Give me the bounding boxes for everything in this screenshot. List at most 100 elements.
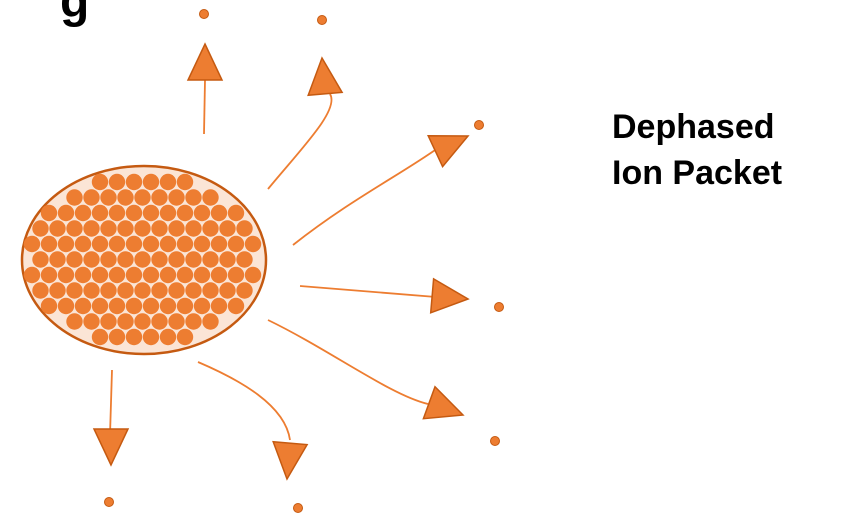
packet-ion-dot xyxy=(185,189,201,205)
packet-ion-dot xyxy=(211,298,227,314)
packet-ion-dot xyxy=(41,236,57,252)
packet-ion-dot xyxy=(194,267,210,283)
triangle-arrowhead-icon xyxy=(308,58,342,95)
packet-ion-dot xyxy=(211,205,227,221)
packet-ion-dot xyxy=(41,298,57,314)
packet-ion-dot xyxy=(75,236,91,252)
escaped-ion-dot xyxy=(491,437,500,446)
packet-ion-dot xyxy=(66,282,82,298)
packet-ion-dot xyxy=(177,205,193,221)
packet-ion-dot xyxy=(66,220,82,236)
packet-ion-dot xyxy=(49,282,65,298)
packet-ion-dot xyxy=(177,174,193,190)
packet-ion-dot xyxy=(24,236,40,252)
packet-ion-dot xyxy=(160,236,176,252)
packet-ion-dot xyxy=(177,329,193,345)
packet-ion-dot xyxy=(236,282,252,298)
packet-ion-dot xyxy=(177,236,193,252)
packet-ion-dot xyxy=(143,267,159,283)
packet-ion-dot xyxy=(185,282,201,298)
trajectory-line-4 xyxy=(300,286,436,297)
packet-ion-dot xyxy=(58,298,74,314)
escaped-ion-dot xyxy=(294,504,303,513)
packet-ion-dot xyxy=(126,298,142,314)
packet-ion-dot xyxy=(117,282,133,298)
escaped-ion-dot xyxy=(318,16,327,25)
packet-ion-dot xyxy=(75,205,91,221)
packet-ion-dot xyxy=(160,329,176,345)
packet-ion-dot xyxy=(32,282,48,298)
packet-ion-dot xyxy=(143,329,159,345)
packet-ion-dot xyxy=(58,267,74,283)
packet-ion-dot xyxy=(32,251,48,267)
packet-ion-dot xyxy=(92,174,108,190)
packet-ion-dot xyxy=(100,189,116,205)
packet-ion-dot xyxy=(75,267,91,283)
packet-ion-dot xyxy=(109,267,125,283)
packet-ion-dot xyxy=(168,220,184,236)
triangle-arrowhead-icon xyxy=(423,387,463,419)
packet-ion-dot xyxy=(151,282,167,298)
trajectory-line-1 xyxy=(204,80,205,134)
packet-ion-dot xyxy=(32,220,48,236)
packet-ion-dot xyxy=(177,267,193,283)
trajectory-line-2 xyxy=(268,94,332,189)
packet-ion-dot xyxy=(185,251,201,267)
packet-ion-dot xyxy=(109,236,125,252)
triangle-arrowhead-icon xyxy=(188,44,222,80)
packet-ion-dot xyxy=(177,298,193,314)
packet-ion-dot xyxy=(185,313,201,329)
packet-ion-dot xyxy=(151,313,167,329)
packet-ion-dot xyxy=(100,282,116,298)
packet-ion-dot xyxy=(92,205,108,221)
packet-ion-dot xyxy=(117,189,133,205)
packet-ion-dot xyxy=(83,313,99,329)
packet-ion-dot xyxy=(100,220,116,236)
packet-ion-dot xyxy=(83,189,99,205)
packet-ion-dot xyxy=(92,329,108,345)
packet-ion-dot xyxy=(109,174,125,190)
escaped-ion-dot xyxy=(105,498,114,507)
packet-ion-dot xyxy=(109,205,125,221)
triangle-arrowhead-icon xyxy=(94,429,128,465)
packet-ion-dot xyxy=(66,251,82,267)
packet-ion-dot xyxy=(143,236,159,252)
packet-ion-dot xyxy=(202,189,218,205)
packet-ion-dot xyxy=(194,298,210,314)
packet-ion-dot xyxy=(194,236,210,252)
packet-ion-dot xyxy=(109,298,125,314)
packet-ion-dot xyxy=(134,189,150,205)
packet-ion-dot xyxy=(75,298,91,314)
label-line-2: Ion Packet xyxy=(612,150,782,196)
packet-ion-dot xyxy=(100,251,116,267)
packet-ion-dot xyxy=(160,174,176,190)
packet-ion-dot xyxy=(134,220,150,236)
packet-ion-dot xyxy=(236,251,252,267)
packet-ion-dot xyxy=(245,236,261,252)
packet-ion-dot xyxy=(117,313,133,329)
packet-ion-dot xyxy=(194,205,210,221)
packet-ion-dot xyxy=(219,251,235,267)
packet-ion-dot xyxy=(92,298,108,314)
packet-ion-dot xyxy=(228,205,244,221)
packet-ion-dot xyxy=(151,251,167,267)
packet-ion-dot xyxy=(202,313,218,329)
packet-ion-dot xyxy=(202,282,218,298)
packet-ion-dot xyxy=(202,251,218,267)
packet-ion-dot xyxy=(151,189,167,205)
trajectory-line-6 xyxy=(198,362,290,440)
packet-ion-dot xyxy=(92,236,108,252)
packet-ion-dot xyxy=(143,298,159,314)
packet-ion-dot xyxy=(92,267,108,283)
packet-ion-dot xyxy=(58,205,74,221)
packet-ion-dot xyxy=(160,205,176,221)
packet-ion-dot xyxy=(168,282,184,298)
trajectory-line-7 xyxy=(110,370,112,435)
packet-ion-dot xyxy=(202,220,218,236)
trajectory-line-3 xyxy=(293,148,438,245)
packet-ion-dot xyxy=(117,220,133,236)
triangle-arrowhead-icon xyxy=(431,279,468,313)
packet-ion-dot xyxy=(66,189,82,205)
packet-ion-dot xyxy=(228,267,244,283)
packet-ion-dot xyxy=(160,298,176,314)
